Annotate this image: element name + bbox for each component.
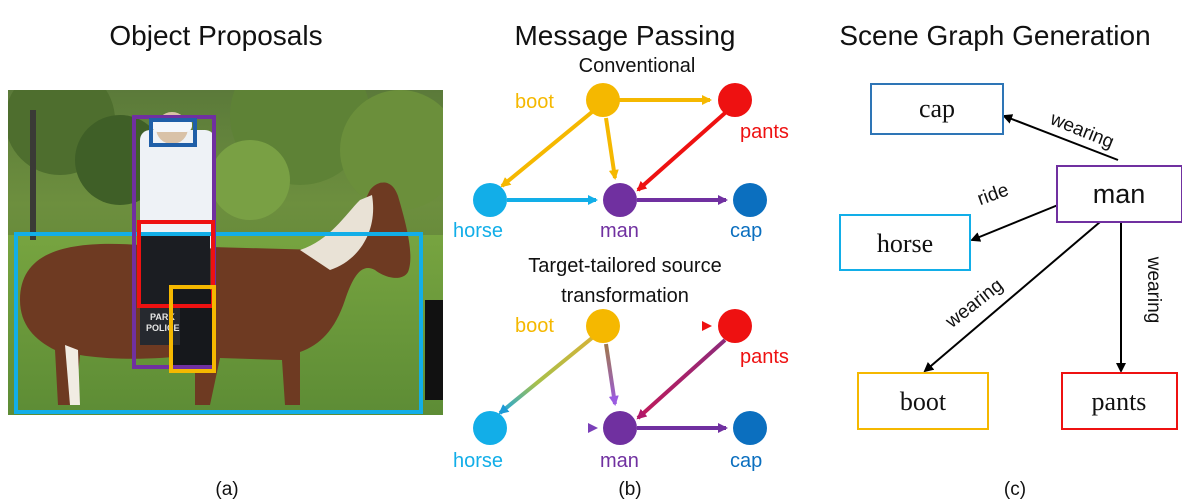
edge-pants-man: [636, 111, 727, 192]
tailored-label-line1: Target-tailored source: [528, 255, 721, 277]
sg-box-horse: [839, 214, 971, 271]
sg-box-cap: [870, 83, 1004, 135]
sg-box-man: [1056, 165, 1182, 223]
tt-label-horse: horse: [453, 450, 503, 472]
node-boot: [586, 83, 620, 117]
sg-edge-man-boot: [923, 221, 1101, 373]
tt-edge-boot-horse: [498, 336, 594, 415]
sg-label-ride: ride: [975, 180, 1012, 211]
node-horse: [473, 183, 507, 217]
tt-node-boot: [586, 309, 620, 343]
panel-b-caption: (b): [618, 479, 641, 500]
sg-text-horse: horse: [877, 229, 933, 258]
sg-text-pants: pants: [1092, 387, 1147, 416]
horse-bbox: [14, 232, 423, 414]
panel-b-title: Message Passing: [514, 20, 735, 51]
panel-c-title: Scene Graph Generation: [839, 20, 1150, 51]
sg-box-pants: [1061, 372, 1178, 430]
sg-text-man: man: [1093, 179, 1146, 209]
badge-text-line2: POLICE: [146, 323, 180, 333]
boot-bbox: [169, 285, 216, 373]
label-pants: pants: [740, 121, 789, 143]
edge-boot-horse: [500, 110, 594, 188]
node-cap: [733, 183, 767, 217]
sg-edge-man-cap: [1002, 114, 1119, 161]
tt-edge-pants-man: [636, 338, 727, 420]
sg-text-cap: cap: [919, 94, 955, 123]
edge-boot-man: [604, 117, 619, 180]
sg-edge-man-horse: [970, 204, 1059, 242]
tt-label-boot: boot: [515, 315, 554, 337]
panel-a-title: Object Proposals: [109, 20, 322, 51]
pants-bbox: [137, 220, 215, 308]
tailored-label-line2: transformation: [561, 285, 689, 307]
tt-label-man: man: [600, 450, 639, 472]
tt-edge-boot-man: [604, 343, 619, 406]
tt-label-cap: cap: [730, 450, 762, 472]
node-pants: [718, 83, 752, 117]
sg-text-boot: boot: [900, 387, 947, 416]
label-man: man: [600, 220, 639, 242]
photo: PARK POLICE: [8, 90, 443, 415]
tt-node-cap: [733, 411, 767, 445]
cap-bbox: [149, 118, 197, 147]
tt-node-horse: [473, 411, 507, 445]
sg-label-wearing-boot: wearing: [941, 275, 1007, 333]
sg-label-wearing-pants: wearing: [1143, 256, 1164, 324]
label-horse: horse: [453, 220, 503, 242]
label-cap: cap: [730, 220, 762, 242]
panel-c-caption: (c): [1004, 479, 1026, 500]
badge-text-line1: PARK: [150, 312, 175, 322]
sg-box-boot: [857, 372, 989, 430]
conventional-label: Conventional: [579, 55, 696, 77]
tt-node-pants: [718, 309, 752, 343]
label-boot: boot: [515, 91, 554, 113]
node-man: [603, 183, 637, 217]
tt-label-pants: pants: [740, 346, 789, 368]
panel-a-caption: (a): [215, 479, 238, 500]
tt-node-man: [603, 411, 637, 445]
